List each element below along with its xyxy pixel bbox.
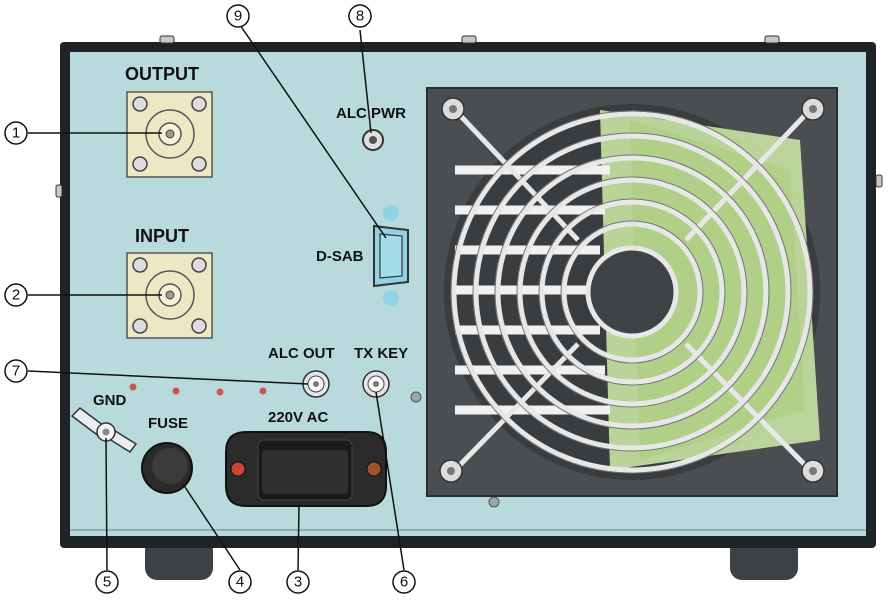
svg-text:3: 3 bbox=[294, 574, 302, 591]
svg-text:2: 2 bbox=[12, 287, 20, 304]
panel-hole bbox=[410, 391, 422, 403]
ac-label: 220V AC bbox=[268, 409, 328, 426]
panel-hole-bottom bbox=[488, 496, 500, 508]
callout-7: 7 bbox=[4, 359, 28, 383]
ac-inlet bbox=[225, 431, 387, 507]
tx-key-jack bbox=[362, 370, 390, 398]
callout-4: 4 bbox=[228, 570, 252, 594]
gnd-label: GND bbox=[93, 392, 127, 409]
svg-text:1: 1 bbox=[12, 125, 20, 142]
svg-text:8: 8 bbox=[356, 8, 364, 25]
top-screws bbox=[55, 35, 883, 198]
fan-grill bbox=[451, 108, 813, 473]
callout-8: 8 bbox=[348, 4, 372, 28]
fan-grill-outline bbox=[450, 110, 814, 474]
input-label: INPUT bbox=[135, 226, 189, 246]
callout-9: 9 bbox=[226, 4, 250, 28]
svg-text:5: 5 bbox=[103, 574, 111, 591]
tx-key-label: TX KEY bbox=[354, 345, 408, 362]
output-connector bbox=[126, 91, 213, 178]
d-sab-connector bbox=[373, 205, 409, 306]
fan-hub bbox=[585, 245, 679, 339]
left-foot bbox=[145, 538, 213, 580]
d-sab-label: D-SAB bbox=[316, 248, 364, 265]
leader-lines bbox=[27, 24, 405, 571]
right-foot bbox=[730, 538, 798, 580]
svg-text:9: 9 bbox=[234, 8, 242, 25]
callout-1: 1 bbox=[4, 121, 28, 145]
fuse-holder bbox=[141, 442, 193, 494]
fuse-label: FUSE bbox=[148, 415, 188, 432]
svg-text:6: 6 bbox=[400, 574, 408, 591]
svg-text:7: 7 bbox=[12, 363, 20, 380]
callout-2: 2 bbox=[4, 283, 28, 307]
gnd-terminal bbox=[70, 407, 138, 454]
callout-5: 5 bbox=[95, 570, 119, 594]
callout-3: 3 bbox=[286, 570, 310, 594]
alc-out-label: ALC OUT bbox=[268, 345, 335, 362]
svg-text:4: 4 bbox=[236, 574, 244, 591]
fan-screws bbox=[439, 97, 825, 483]
callout-6: 6 bbox=[392, 570, 416, 594]
alc-pwr-label: ALC PWR bbox=[336, 105, 406, 122]
alc-pwr-jack bbox=[362, 129, 384, 151]
indicator-dots bbox=[129, 383, 267, 396]
output-label: OUTPUT bbox=[125, 64, 199, 84]
